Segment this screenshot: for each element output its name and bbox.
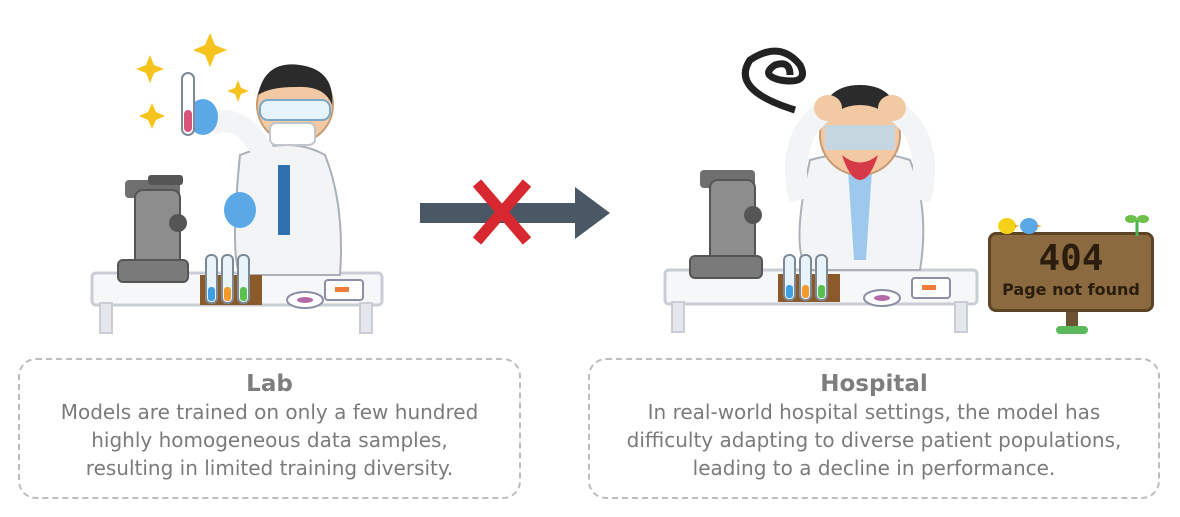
sprout-icon xyxy=(1125,215,1149,236)
hospital-caption-box: Hospital In real-world hospital settings… xyxy=(588,358,1160,499)
lab-line-1: Models are trained on only a few hundred xyxy=(60,400,479,424)
sign-grass xyxy=(1056,326,1088,334)
microscope-icon xyxy=(117,175,189,283)
not-found-sign: 404 Page not found xyxy=(988,232,1154,312)
lab-scientist-illustration xyxy=(90,33,384,334)
blocked-transition-arrow xyxy=(420,179,610,245)
hospital-title: Hospital xyxy=(820,371,928,397)
bird-icon xyxy=(998,218,1042,234)
lab-caption-box: Lab Models are trained on only a few hun… xyxy=(18,358,521,499)
hospital-line-2: difficulty adapting to diverse patient p… xyxy=(626,428,1122,452)
hospital-line-1: In real-world hospital settings, the mod… xyxy=(647,400,1101,424)
sign-code: 404 xyxy=(1038,238,1104,279)
hospital-scientist-illustration xyxy=(663,47,979,333)
test-tube-icon xyxy=(181,72,195,136)
sign-message: Page not found xyxy=(1002,280,1140,299)
lab-line-3: resulting in limited training diversity. xyxy=(85,456,454,480)
cross-icon xyxy=(472,179,532,245)
lab-line-2: highly homogeneous data samples, xyxy=(91,428,448,452)
confusion-swirl-icon xyxy=(741,47,806,114)
microscope-icon xyxy=(689,170,763,279)
test-tube-rack xyxy=(778,254,840,302)
scientist-figure xyxy=(188,64,342,276)
test-tube-rack xyxy=(200,254,262,305)
hospital-line-3: leading to a decline in performance. xyxy=(692,456,1056,480)
distressed-scientist-figure xyxy=(784,85,936,271)
sparkle-icon xyxy=(136,33,249,129)
lab-title: Lab xyxy=(246,371,293,397)
